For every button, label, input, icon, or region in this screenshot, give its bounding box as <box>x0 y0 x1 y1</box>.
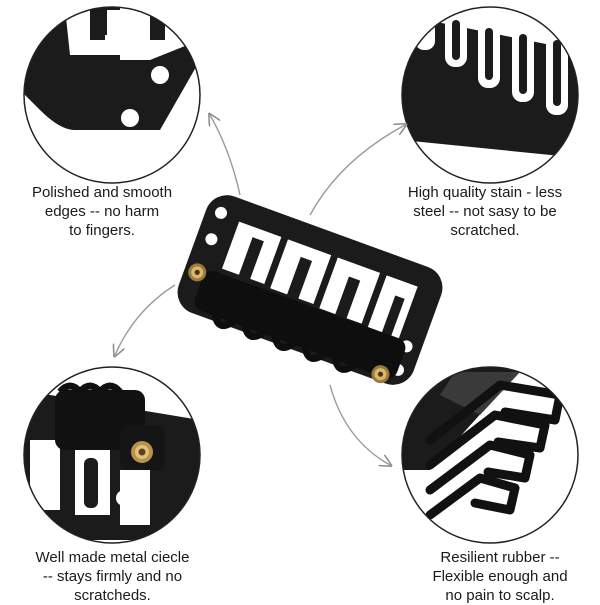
zoom-circle-metal-ring <box>23 366 201 544</box>
arrow-to-top-left <box>210 115 241 196</box>
caption-line: no pain to scalp. <box>445 587 555 604</box>
hair-clip <box>177 195 443 385</box>
caption-line: -- stays firmly and no <box>42 568 183 585</box>
zoom-circle-rubber <box>401 366 579 544</box>
caption-line: scratcheds. <box>74 587 151 604</box>
caption-line: scratched. <box>450 222 520 239</box>
caption-stainless-steel: High quality stain - less steel -- not s… <box>390 183 580 240</box>
caption-line: Resilient rubber -- <box>440 549 560 566</box>
caption-line: Polished and smooth <box>31 184 173 201</box>
arrows <box>115 115 405 465</box>
zoom-circle-edges <box>23 6 201 184</box>
caption-metal-circle: Well made metal ciecle -- stays firmly a… <box>10 548 215 605</box>
caption-line: to fingers. <box>69 222 135 239</box>
arrow-to-top-right <box>309 125 405 216</box>
caption-line: Flexible enough and <box>432 568 568 585</box>
arrow-to-bottom-left <box>115 284 176 355</box>
zoom-circle-steel <box>401 6 579 184</box>
caption-line: steel -- not sasy to be <box>413 203 557 220</box>
caption-line: Well made metal ciecle <box>35 549 190 566</box>
caption-resilient-rubber: Resilient rubber -- Flexible enough and … <box>400 548 600 605</box>
caption-line: edges -- no harm <box>44 203 160 220</box>
caption-line: High quality stain - less <box>407 184 563 201</box>
caption-polished-edges: Polished and smooth edges -- no harm to … <box>22 183 182 240</box>
arrow-to-bottom-right <box>329 384 390 465</box>
